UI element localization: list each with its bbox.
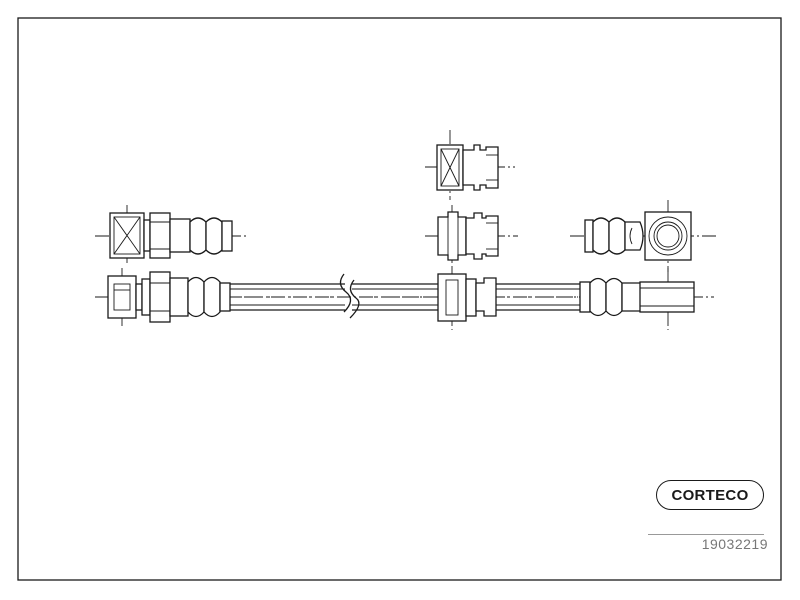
hose-assembly — [95, 268, 714, 330]
center-fitting-side-view — [425, 205, 518, 268]
right-banjo-fitting — [570, 200, 718, 272]
drawing-frame — [17, 17, 782, 581]
top-center-fitting — [425, 130, 515, 200]
part-number-rule — [648, 534, 764, 535]
corteco-logo: CORTECO — [656, 480, 764, 510]
left-fitting-end-view — [95, 205, 248, 265]
part-number: 19032219 — [701, 536, 768, 552]
